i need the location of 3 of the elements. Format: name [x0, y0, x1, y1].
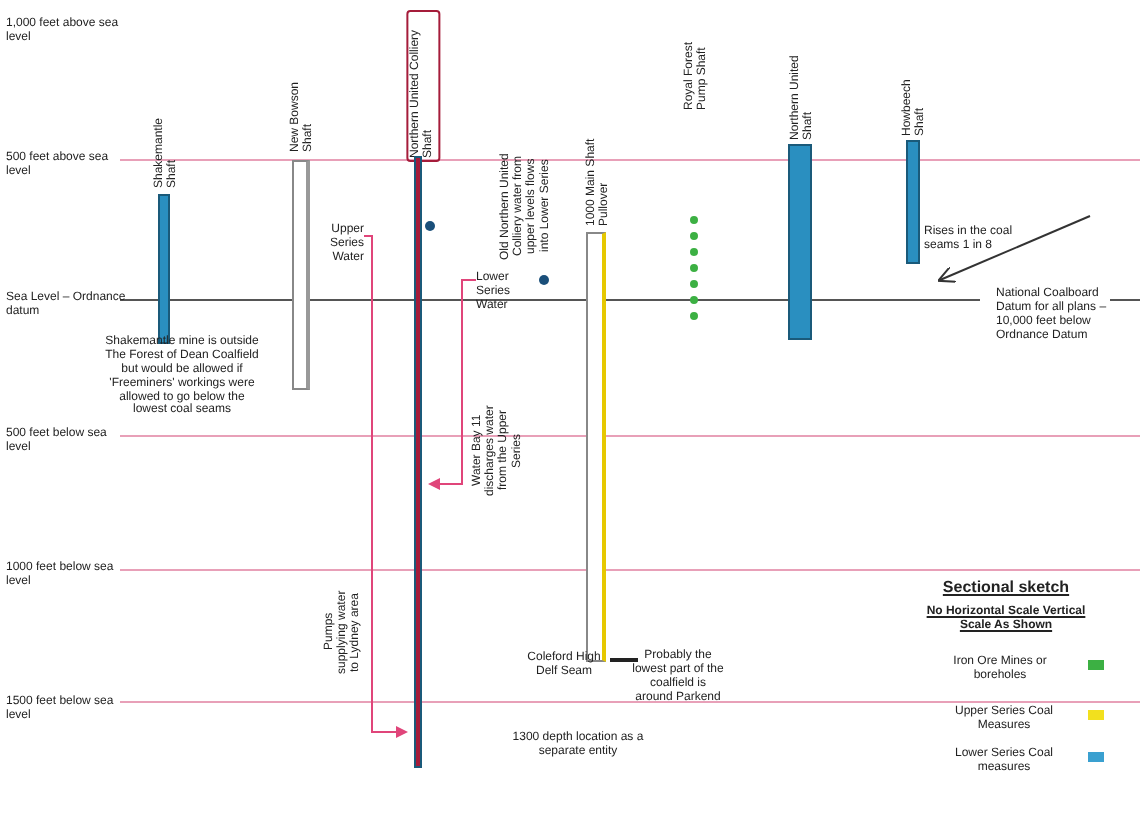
arrow [363, 235, 408, 738]
sketch-title: Sectional sketch [940, 578, 1072, 597]
arrow [428, 279, 477, 490]
